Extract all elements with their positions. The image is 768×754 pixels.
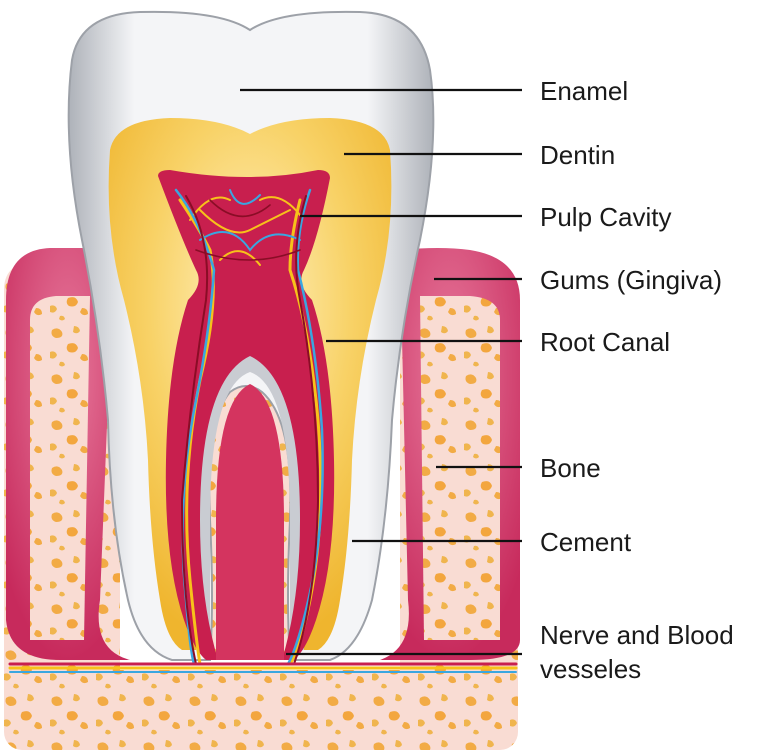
nerve-vessel-network [8,188,518,673]
label-root-canal: Root Canal [540,327,670,357]
label-bone: Bone [540,453,601,483]
label-nerve-line1: Nerve and Blood [540,620,734,650]
label-enamel: Enamel [540,76,628,106]
label-pulp-cavity: Pulp Cavity [540,202,672,232]
label-nerve-line2: vesseles [540,654,641,684]
label-cement: Cement [540,527,632,557]
label-gums: Gums (Gingiva) [540,265,722,295]
leader-lines [240,88,522,656]
label-dentin: Dentin [540,140,615,170]
labels: Enamel Dentin Pulp Cavity Gums (Gingiva)… [540,76,734,684]
pulp-region [158,170,335,660]
